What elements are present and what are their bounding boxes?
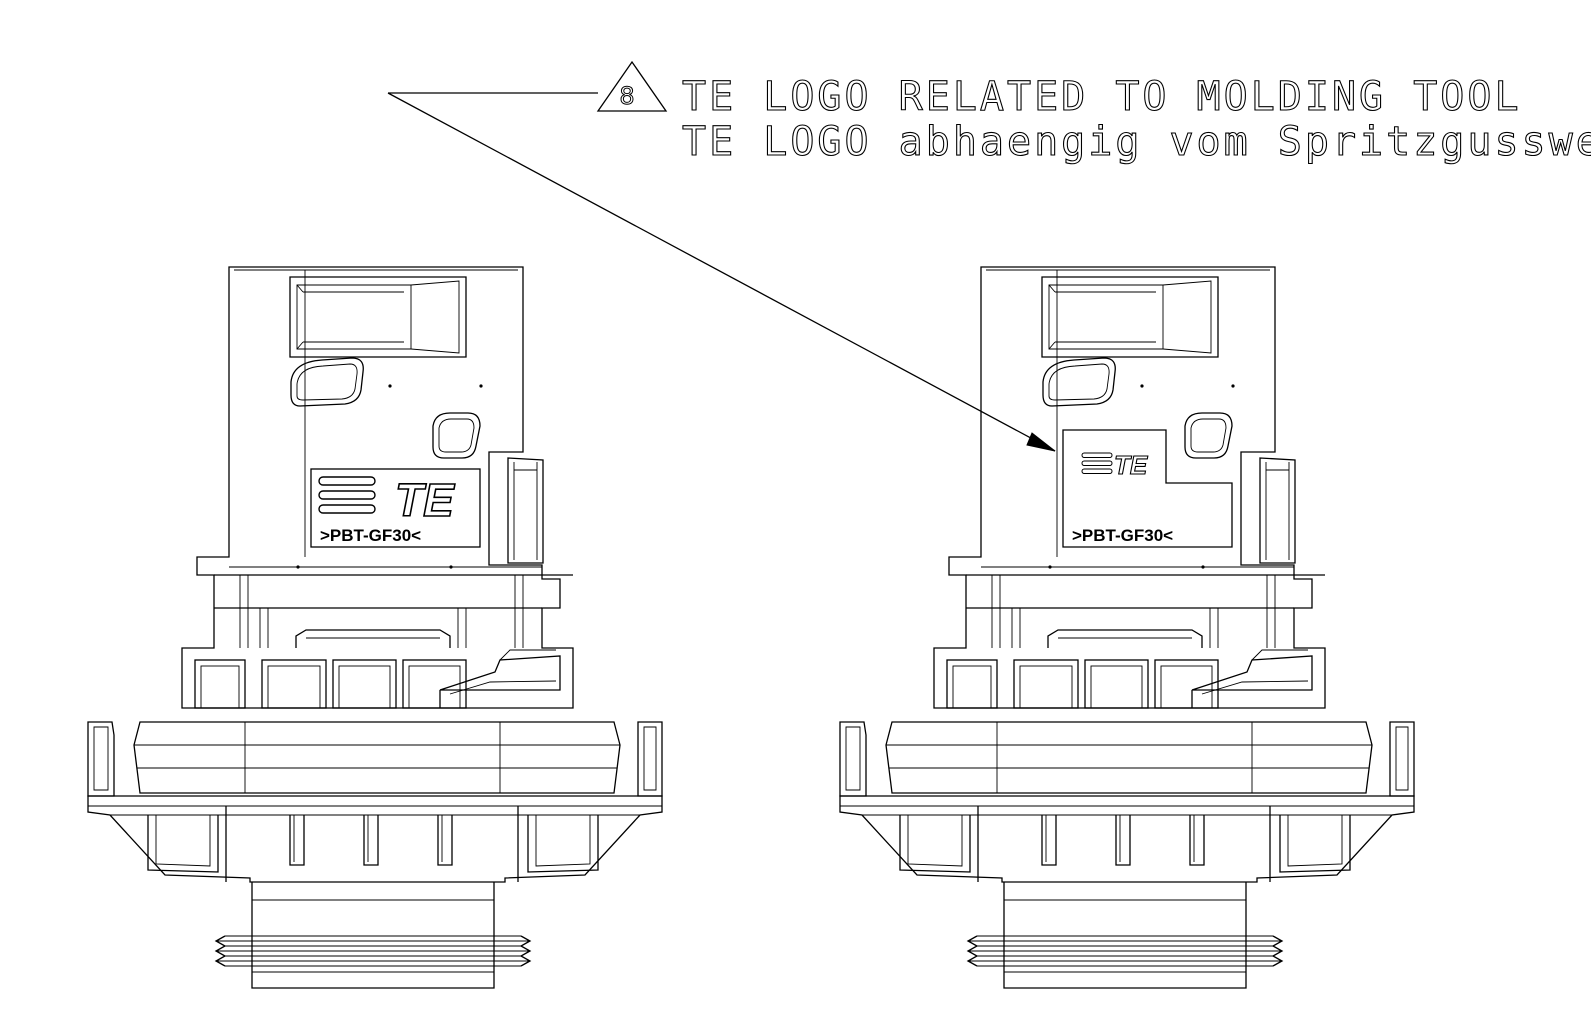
te-logo-right: TE [1081,449,1148,481]
te-logo-left: TE [318,473,456,527]
logo-plate-left: TE >PBT-GF30< [310,468,481,548]
leader-diagonal [387,92,1056,452]
note-callout: 8 TE LOGO RELATED TO MOLDING TOOL TE LOG… [387,60,1591,452]
logo-plate-right: TE >PBT-GF30< [1062,429,1233,548]
note-line-german: TE LOGO abhaengig vom Spritzgusswerkzeug [682,119,1591,165]
connector-view-left: TE >PBT-GF30< [87,266,663,989]
material-marking-right: >PBT-GF30< [1072,526,1173,545]
note-number: 8 [619,82,634,110]
te-logo-letters-left: TE [395,474,455,526]
leader-arrowhead [1026,432,1056,452]
note-line-english: TE LOGO RELATED TO MOLDING TOOL [682,74,1522,120]
note-triangle [596,60,668,112]
te-logo-letters-right: TE [1114,450,1148,480]
connector-view-right: TE >PBT-GF30< [839,266,1415,989]
material-marking-left: >PBT-GF30< [320,526,421,545]
